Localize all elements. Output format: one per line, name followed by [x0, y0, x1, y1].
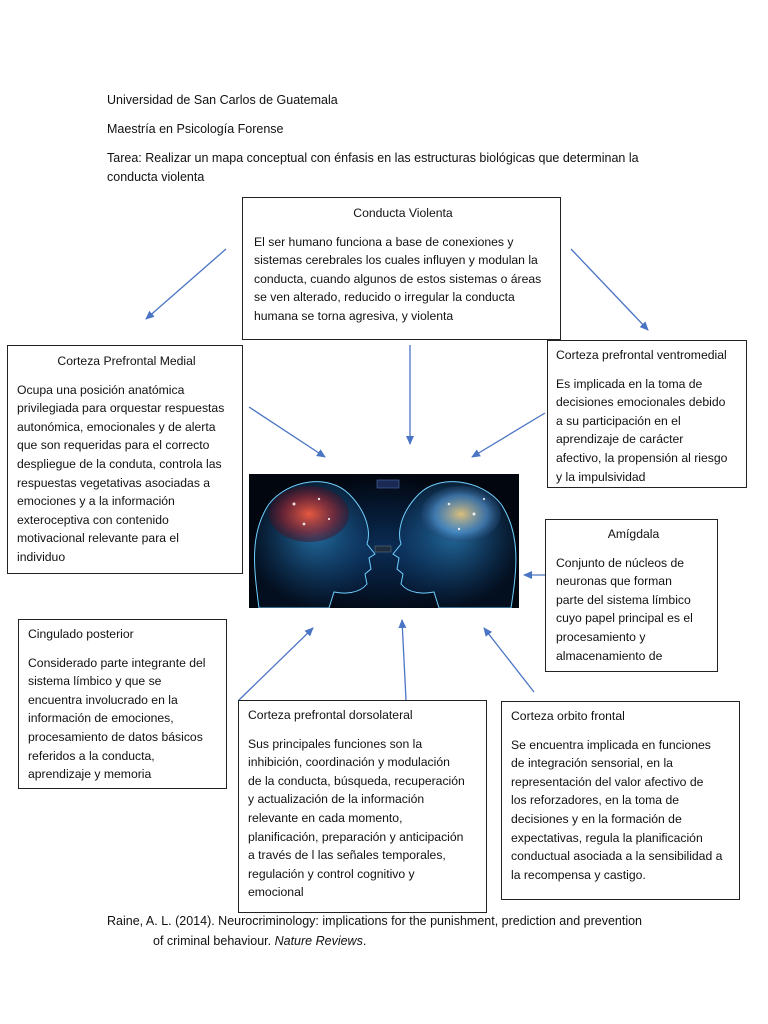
- orbitofrontal-box: Corteza orbito frontal Se encuentra impl…: [501, 701, 740, 900]
- arrow-center-to-ventromedial: [571, 249, 648, 330]
- reference-line-2: of criminal behaviour. Nature Reviews.: [153, 932, 366, 951]
- conducta-violenta-text: El ser humano funciona a base de conexio…: [254, 233, 552, 326]
- right-brain-icon: [421, 486, 501, 542]
- arrow-center-to-medial: [146, 249, 226, 319]
- medial-title: Corteza Prefrontal Medial: [17, 352, 236, 371]
- program-name: Maestría en Psicología Forense: [107, 120, 283, 138]
- ventromedial-text: Es implicada en la toma de decisiones em…: [556, 375, 742, 487]
- cingulado-text: Considerado parte integrante del sistema…: [28, 654, 220, 784]
- arrow-medial-to-brain: [249, 407, 325, 457]
- amigdala-title: Amígdala: [556, 525, 711, 544]
- left-brain-icon: [269, 486, 349, 542]
- dorsolateral-box: Corteza prefrontal dorsolateral Sus prin…: [238, 700, 487, 913]
- ventromedial-title: Corteza prefrontal ventromedial: [556, 346, 742, 365]
- university-name: Universidad de San Carlos de Guatemala: [107, 91, 338, 109]
- brain-illustration: [249, 474, 519, 608]
- amigdala-text: Conjunto de núcleos de neuronas que form…: [556, 554, 711, 666]
- orbitofrontal-title: Corteza orbito frontal: [511, 707, 735, 726]
- arrow-ventromedial-to-brain: [472, 413, 545, 457]
- arrow-cingulado-to-brain: [239, 628, 313, 700]
- task-line-2: conducta violenta: [107, 168, 204, 186]
- journal-name: Nature Reviews: [275, 934, 363, 948]
- conducta-violenta-title: Conducta Violenta: [254, 204, 552, 223]
- medial-text: Ocupa una posición anatómica privilegiad…: [17, 381, 236, 567]
- arrow-orbito-to-brain: [484, 628, 534, 692]
- dorsolateral-text: Sus principales funciones son la inhibic…: [248, 735, 482, 902]
- task-line-1: Tarea: Realizar un mapa conceptual con é…: [107, 149, 639, 167]
- orbitofrontal-text: Se encuentra implicada en funciones de i…: [511, 736, 735, 885]
- cingulado-title: Cingulado posterior: [28, 625, 220, 644]
- cingulado-box: Cingulado posterior Considerado parte in…: [18, 619, 227, 789]
- ventromedial-box: Corteza prefrontal ventromedial Es impli…: [547, 340, 747, 488]
- reference-line-1: Raine, A. L. (2014). Neurocriminology: i…: [107, 912, 642, 931]
- arrow-dorsolateral-to-brain: [402, 620, 406, 700]
- conducta-violenta-box: Conducta Violenta El ser humano funciona…: [242, 197, 561, 340]
- dorsolateral-title: Corteza prefrontal dorsolateral: [248, 706, 482, 725]
- amigdala-box: Amígdala Conjunto de núcleos de neuronas…: [545, 519, 718, 672]
- medial-box: Corteza Prefrontal Medial Ocupa una posi…: [7, 345, 243, 574]
